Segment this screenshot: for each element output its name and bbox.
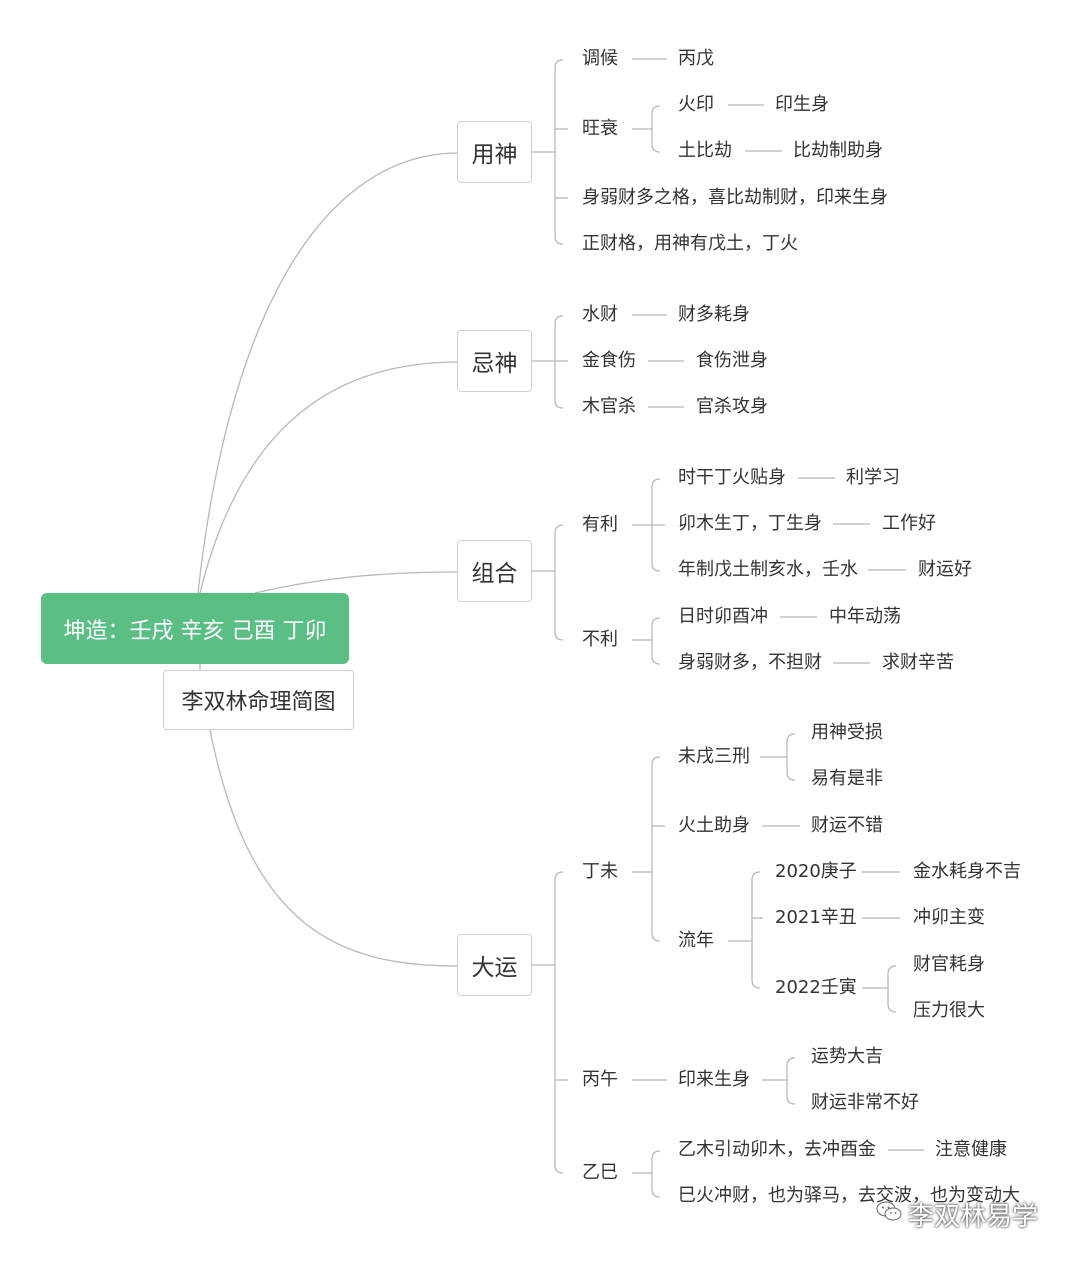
node-buli-2[interactable]: 身弱财多，不担财 xyxy=(678,652,822,673)
node-y2020[interactable]: 2020庚子 xyxy=(775,861,857,882)
root-node[interactable]: 坤造：壬戌 辛亥 己酉 丁卯 xyxy=(41,593,349,664)
node-yongshen-note2[interactable]: 正财格，用神有戊土，丁火 xyxy=(582,233,798,254)
node-jinshishang[interactable]: 金食伤 xyxy=(582,350,636,371)
node-dingwei[interactable]: 丁未 xyxy=(582,861,618,882)
node-wangshuai[interactable]: 旺衰 xyxy=(582,118,618,139)
node-yisi-2[interactable]: 巳火冲财，也为驿马，去交波，也为变动大 xyxy=(678,1185,1020,1206)
node-youli-2-val[interactable]: 工作好 xyxy=(882,513,936,534)
node-huotu[interactable]: 火土助身 xyxy=(678,815,750,836)
subtitle-node[interactable]: 李双林命理简图 xyxy=(163,670,354,730)
node-bingwu[interactable]: 丙午 xyxy=(582,1069,618,1090)
node-zuhe[interactable]: 组合 xyxy=(457,540,532,602)
node-liunian[interactable]: 流年 xyxy=(678,930,714,951)
node-huoyin-val[interactable]: 印生身 xyxy=(775,94,829,115)
curve-jishen xyxy=(199,361,459,594)
node-buli-2-val[interactable]: 求财辛苦 xyxy=(882,652,954,673)
node-muguansha[interactable]: 木官杀 xyxy=(582,396,636,417)
node-shuicai[interactable]: 水财 xyxy=(582,304,618,325)
node-y2021[interactable]: 2021辛丑 xyxy=(775,907,857,928)
node-tubijie[interactable]: 土比劫 xyxy=(678,140,732,161)
watermark-text: 李双林易学 xyxy=(908,1202,1039,1232)
node-y2021-val[interactable]: 冲卯主变 xyxy=(913,907,985,928)
node-tiaohou[interactable]: 调候 xyxy=(582,48,618,69)
curve-dayun xyxy=(209,729,459,967)
node-youli-3-val[interactable]: 财运好 xyxy=(918,559,972,580)
curve-zuhe xyxy=(254,571,459,594)
node-weixu-b[interactable]: 易有是非 xyxy=(811,768,883,789)
node-buli-1-val[interactable]: 中年动荡 xyxy=(829,606,901,627)
node-y2022[interactable]: 2022壬寅 xyxy=(775,977,857,998)
node-weixu[interactable]: 未戌三刑 xyxy=(678,746,750,767)
node-yisi-1[interactable]: 乙木引动卯木，去冲酉金 xyxy=(678,1139,876,1160)
wechat-icon xyxy=(876,1201,902,1221)
node-dayun[interactable]: 大运 xyxy=(457,934,532,996)
node-y2022-b[interactable]: 压力很大 xyxy=(913,1000,985,1021)
node-youli-1-val[interactable]: 利学习 xyxy=(846,467,900,488)
node-yinlai-b[interactable]: 财运非常不好 xyxy=(811,1092,919,1113)
node-yisi[interactable]: 乙巳 xyxy=(582,1162,618,1183)
node-huotu-val[interactable]: 财运不错 xyxy=(811,815,883,836)
node-yinlai-a[interactable]: 运势大吉 xyxy=(811,1046,883,1067)
node-muguansha-val[interactable]: 官杀攻身 xyxy=(696,396,768,417)
node-tiaohou-val[interactable]: 丙戊 xyxy=(678,48,714,69)
node-y2020-val[interactable]: 金水耗身不吉 xyxy=(913,861,1021,882)
node-weixu-a[interactable]: 用神受损 xyxy=(811,722,883,743)
node-yongshen-note1[interactable]: 身弱财多之格，喜比劫制财，印来生身 xyxy=(582,187,888,208)
node-buli[interactable]: 不利 xyxy=(582,629,618,650)
curve-yongshen xyxy=(197,152,459,594)
node-yinlai[interactable]: 印来生身 xyxy=(678,1069,750,1090)
node-buli-1[interactable]: 日时卯酉冲 xyxy=(678,606,768,627)
node-yongshen[interactable]: 用神 xyxy=(457,121,532,183)
node-youli-2[interactable]: 卯木生丁，丁生身 xyxy=(678,513,822,534)
node-jishen[interactable]: 忌神 xyxy=(457,330,532,392)
node-shuicai-val[interactable]: 财多耗身 xyxy=(678,304,750,325)
node-jinshishang-val[interactable]: 食伤泄身 xyxy=(696,350,768,371)
node-huoyin[interactable]: 火印 xyxy=(678,94,714,115)
node-youli-3[interactable]: 年制戊土制亥水，壬水 xyxy=(678,559,858,580)
node-tubijie-val[interactable]: 比劫制助身 xyxy=(793,140,883,161)
node-youli-1[interactable]: 时干丁火贴身 xyxy=(678,467,786,488)
node-youli[interactable]: 有利 xyxy=(582,514,618,535)
node-y2022-a[interactable]: 财官耗身 xyxy=(913,954,985,975)
node-yisi-1-val[interactable]: 注意健康 xyxy=(935,1139,1007,1160)
